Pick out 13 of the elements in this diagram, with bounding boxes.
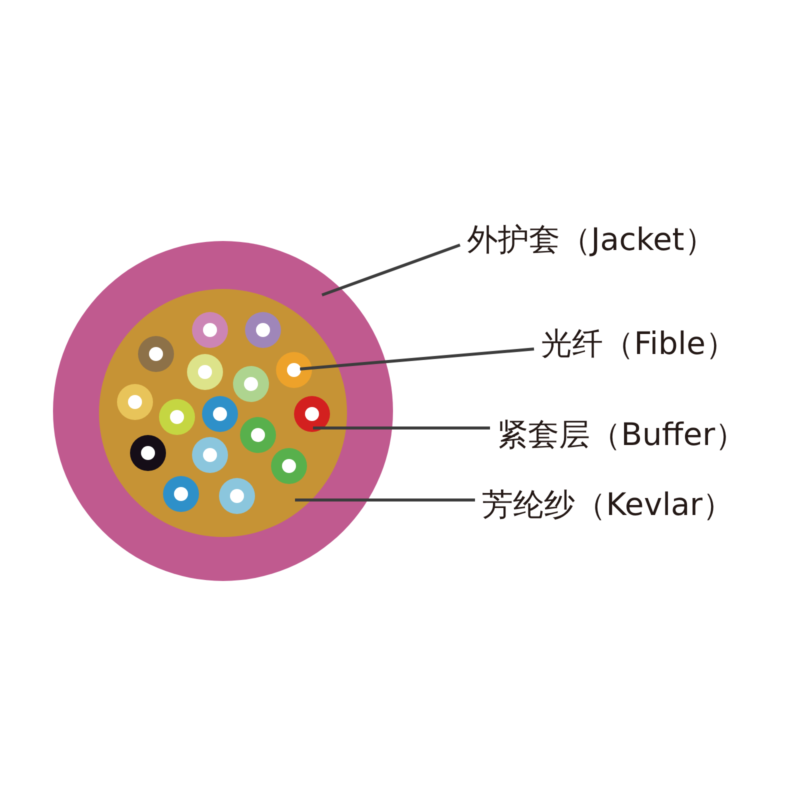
part-label: 紧套层（Buffer） xyxy=(490,416,746,454)
part-label: 外护套（Jacket） xyxy=(460,221,716,259)
part-label: 芳纶纱（Kevlar） xyxy=(475,486,734,524)
buffer-ring xyxy=(294,396,330,432)
kevlar-layer xyxy=(99,289,347,537)
jacket-circle xyxy=(53,241,393,581)
fiber-core xyxy=(287,363,301,377)
leader-line xyxy=(300,348,534,370)
leader-line xyxy=(322,244,460,296)
part-label: 光纤（Fible） xyxy=(534,325,737,363)
buffer-ring xyxy=(276,352,312,388)
leader-line xyxy=(295,498,475,502)
leader-line xyxy=(313,426,490,430)
